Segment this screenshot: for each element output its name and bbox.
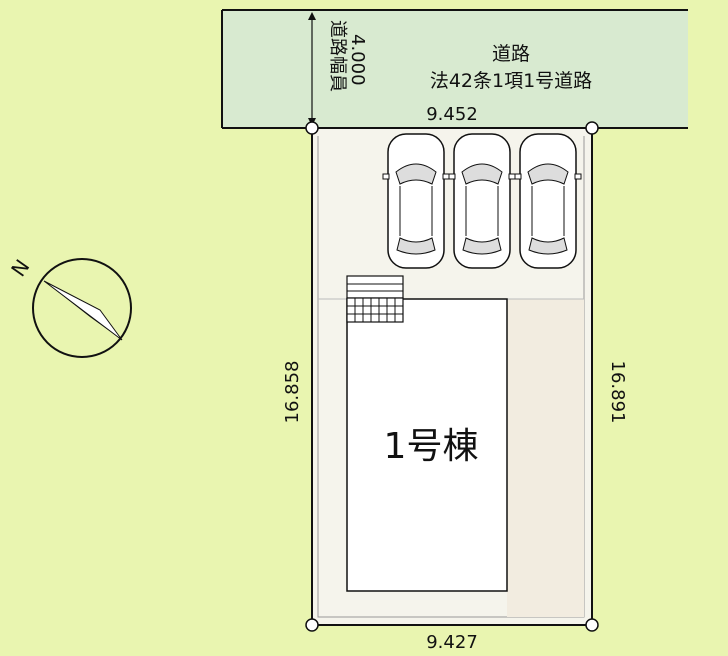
building-outline bbox=[346, 298, 508, 592]
parking-cars bbox=[382, 133, 582, 269]
compass-circle bbox=[32, 258, 132, 358]
building-name: 1号棟 bbox=[384, 426, 479, 467]
road-width-value: 4.000 bbox=[347, 34, 368, 86]
car-icon bbox=[514, 133, 582, 269]
dimension-left: 16.858 bbox=[282, 361, 303, 424]
car-icon bbox=[382, 133, 450, 269]
dimension-top: 9.452 bbox=[426, 104, 478, 125]
car-icon bbox=[448, 133, 516, 269]
entrance-grid bbox=[346, 275, 404, 323]
road-classification: 法42条1項1号道路 bbox=[430, 70, 592, 92]
road-width-label: 道路幅員 bbox=[327, 20, 348, 92]
corner-marker-top-left bbox=[305, 121, 319, 135]
corner-marker-bottom-right bbox=[585, 618, 599, 632]
road-width-arrow-head-top bbox=[308, 12, 316, 20]
compass: N bbox=[6, 255, 132, 358]
dimension-right: 16.891 bbox=[607, 361, 628, 424]
compass-needle-tail bbox=[43, 280, 123, 341]
corner-marker-bottom-left bbox=[305, 618, 319, 632]
dimension-bottom: 9.427 bbox=[426, 632, 478, 653]
side-yard bbox=[507, 299, 584, 617]
corner-marker-top-right bbox=[585, 121, 599, 135]
road-title: 道路 bbox=[492, 43, 530, 65]
road-area bbox=[222, 10, 688, 128]
compass-north-label: N bbox=[6, 255, 34, 281]
